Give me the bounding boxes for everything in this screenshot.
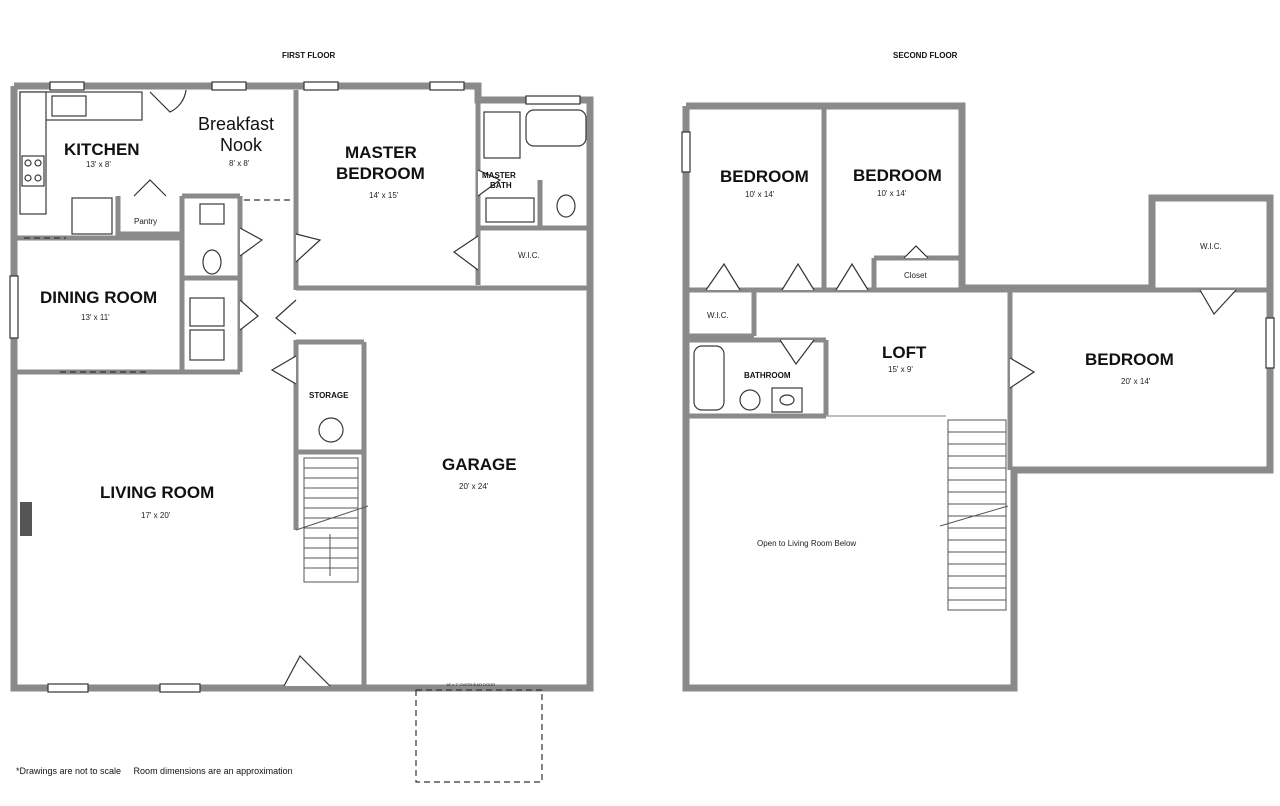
garage-door-label: 16' x 7' OVERHEAD DOOR	[446, 682, 495, 687]
window	[211, 81, 247, 91]
door-swing	[149, 89, 187, 113]
shower	[483, 111, 521, 159]
stairs	[295, 457, 369, 583]
sink	[199, 203, 225, 225]
wic-label: W.I.C.	[518, 251, 540, 260]
first-floor-exterior-wall	[10, 82, 594, 692]
bedroom-1-dim: 10' x 14'	[745, 190, 775, 199]
nook-label: Nook	[220, 135, 263, 155]
wic-right-label: W.I.C.	[1200, 242, 1222, 251]
master-bedroom-label: MASTER	[345, 143, 417, 162]
door-swing	[452, 235, 479, 271]
second-floor: BEDROOM 10' x 14' BEDROOM 10' x 14' Clos…	[681, 102, 1275, 692]
water-heater	[318, 417, 344, 443]
garage-dim: 20' x 24'	[459, 482, 489, 491]
bedroom-2-dim: 10' x 14'	[877, 189, 907, 198]
loft-label: LOFT	[882, 343, 927, 362]
storage-label: STORAGE	[309, 391, 349, 400]
burner	[24, 174, 32, 182]
bedroom-2-label: BEDROOM	[853, 166, 942, 185]
window	[681, 131, 691, 173]
dining-room-label: DINING ROOM	[40, 288, 157, 307]
window	[9, 275, 19, 339]
loft-dim: 15' x 9'	[888, 365, 913, 374]
master-bath-label: BATH	[490, 181, 512, 190]
nook-dim: 8' x 8'	[229, 159, 250, 168]
master-bath-label: MASTER	[482, 171, 516, 180]
washer	[189, 297, 225, 327]
bathroom-label: BATHROOM	[744, 371, 791, 380]
door-swing	[1199, 289, 1237, 316]
kitchen-dim: 13' x 8'	[86, 160, 111, 169]
door-swing	[239, 227, 264, 257]
toilet	[556, 194, 576, 218]
door-swing	[477, 169, 502, 197]
door-swing	[275, 299, 297, 335]
burner	[34, 174, 42, 182]
vanity	[485, 197, 535, 223]
door-swing	[781, 262, 815, 291]
pantry-label: Pantry	[134, 217, 157, 226]
stairs	[939, 419, 1009, 611]
sink	[51, 95, 87, 117]
door-swing	[705, 262, 741, 291]
window	[49, 81, 85, 91]
living-room-dim: 17' x 20'	[141, 511, 171, 520]
door-swing	[903, 245, 929, 259]
master-bedroom-dim: 14' x 15'	[369, 191, 399, 200]
first-floor: KITCHEN 13' x 8' Breakfast Nook 8' x 8' …	[9, 81, 594, 783]
window	[303, 81, 339, 91]
driveway-outline	[415, 689, 543, 783]
toilet	[739, 389, 761, 411]
door-swing	[779, 339, 815, 366]
master-bedroom-label: BEDROOM	[336, 164, 425, 183]
window	[159, 683, 201, 693]
toilet	[202, 249, 222, 275]
living-room-label: LIVING ROOM	[100, 483, 214, 502]
second-floor-header: SECOND FLOOR	[893, 51, 958, 60]
first-floor-header: FIRST FLOOR	[282, 51, 336, 60]
garage-label: GARAGE	[442, 455, 517, 474]
door-swing	[133, 179, 167, 197]
window	[1265, 317, 1275, 369]
dining-room-dim: 13' x 11'	[81, 313, 110, 322]
dryer	[189, 329, 225, 361]
window	[429, 81, 465, 91]
fireplace	[20, 502, 32, 536]
counter	[19, 91, 47, 215]
bedroom-1-label: BEDROOM	[720, 167, 809, 186]
second-floor-exterior-wall	[682, 102, 1274, 692]
nook-label: Breakfast	[198, 114, 274, 134]
door-swing	[295, 233, 322, 263]
door-swing	[270, 355, 297, 385]
sink-basin	[779, 394, 795, 406]
window	[525, 95, 581, 105]
footnote: *Drawings are not to scale Room dimensio…	[16, 766, 293, 776]
bedroom-3-dim: 20' x 14'	[1121, 377, 1151, 386]
door-swing	[239, 299, 259, 331]
window	[47, 683, 89, 693]
closet-label: Closet	[904, 271, 927, 280]
bedroom-3-label: BEDROOM	[1085, 350, 1174, 369]
stove	[21, 155, 45, 187]
bathtub	[693, 345, 725, 411]
door-swing	[1009, 357, 1036, 389]
entry-door	[283, 655, 331, 687]
door-swing	[835, 262, 869, 291]
burner	[24, 159, 32, 167]
bathtub	[525, 109, 587, 147]
refrigerator	[71, 197, 113, 235]
wic-left-label: W.I.C.	[707, 311, 729, 320]
kitchen-label: KITCHEN	[64, 140, 140, 159]
burner	[34, 159, 42, 167]
open-to-below-label: Open to Living Room Below	[757, 539, 856, 548]
